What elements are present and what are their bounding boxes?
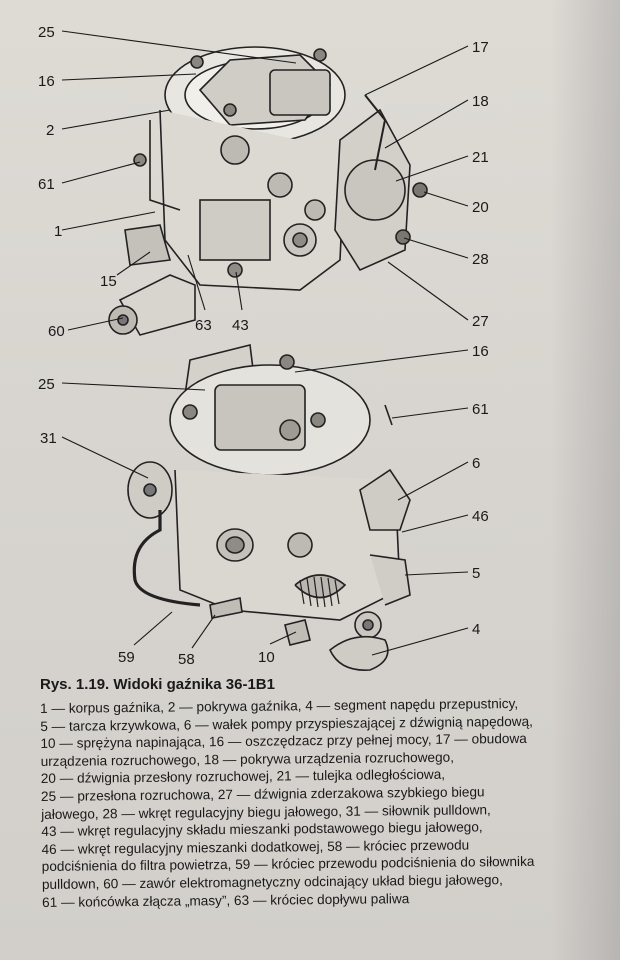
callout-label: 4 <box>472 621 480 638</box>
callout-label: 58 <box>178 651 195 668</box>
callout-label: 15 <box>100 273 117 290</box>
callout-label: 16 <box>38 73 55 90</box>
figure-caption-title: Rys. 1.19. Widoki gaźnika 36-1B1 <box>40 676 275 693</box>
callout-label: 6 <box>472 455 480 472</box>
figure-legend: 1 — korpus gaźnika, 2 — pokrywa gaźnika,… <box>40 694 614 911</box>
callout-label: 31 <box>40 430 57 447</box>
callout-label: 46 <box>472 508 489 525</box>
callout-label: 63 <box>195 317 212 334</box>
callout-label: 59 <box>118 649 135 666</box>
callout-label: 2 <box>46 122 54 139</box>
top-callout-labels: 25 16 2 61 1 15 60 63 43 17 18 21 20 28 … <box>38 24 489 340</box>
callout-label: 10 <box>258 649 275 666</box>
top-carburetor-drawing <box>108 46 428 336</box>
bottom-callout-labels: 25 31 59 58 10 16 61 6 46 5 4 <box>38 343 489 668</box>
callout-label: 27 <box>472 313 489 330</box>
callout-label: 25 <box>38 24 55 41</box>
callout-label: 25 <box>38 376 55 393</box>
callout-label: 43 <box>232 317 249 334</box>
page-edge-shadow <box>550 0 620 960</box>
callout-label: 17 <box>472 39 489 56</box>
callout-label: 5 <box>472 565 480 582</box>
callout-label: 21 <box>472 149 489 166</box>
callout-label: 60 <box>48 323 65 340</box>
callout-label: 1 <box>54 223 62 240</box>
callout-label: 61 <box>38 176 55 193</box>
leader-lines <box>61 30 469 656</box>
callout-label: 18 <box>472 93 489 110</box>
callout-label: 61 <box>472 401 489 418</box>
carburetor-diagram: 25 16 2 61 1 15 60 63 43 17 18 21 20 28 … <box>38 24 489 671</box>
callout-label: 20 <box>472 199 489 216</box>
callout-label: 28 <box>472 251 489 268</box>
bottom-carburetor-drawing <box>127 344 411 671</box>
callout-label: 16 <box>472 343 489 360</box>
spring-coils <box>299 576 340 608</box>
